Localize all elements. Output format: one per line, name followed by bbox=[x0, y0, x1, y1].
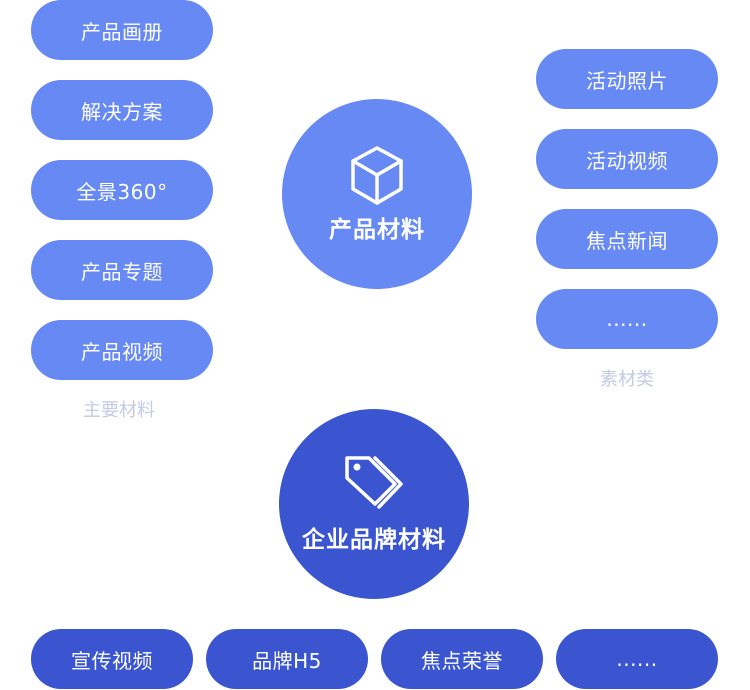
brand-materials-title: 企业品牌材料 bbox=[302, 527, 446, 553]
tag-icon bbox=[345, 456, 403, 509]
main-materials-caption: 主要材料 bbox=[83, 400, 155, 421]
asset-materials-caption: 素材类 bbox=[600, 369, 654, 390]
asset-more: ...... bbox=[536, 289, 718, 349]
main-material-panorama: 全景360° bbox=[31, 160, 213, 220]
cube-icon bbox=[351, 146, 403, 205]
main-material-feature: 产品专题 bbox=[31, 240, 213, 300]
brand-h5: 品牌H5 bbox=[206, 629, 368, 689]
product-materials-circle: 产品材料 bbox=[282, 99, 472, 289]
main-material-video: 产品视频 bbox=[31, 320, 213, 380]
brand-materials-circle: 企业品牌材料 bbox=[279, 409, 469, 599]
asset-event-videos: 活动视频 bbox=[536, 129, 718, 189]
asset-event-photos: 活动照片 bbox=[536, 49, 718, 109]
brand-more: ...... bbox=[556, 629, 718, 689]
product-materials-title: 产品材料 bbox=[329, 217, 425, 243]
asset-focus-news: 焦点新闻 bbox=[536, 209, 718, 269]
brand-honors: 焦点荣誉 bbox=[381, 629, 543, 689]
main-material-brochure: 产品画册 bbox=[31, 0, 213, 60]
main-material-solution: 解决方案 bbox=[31, 80, 213, 140]
brand-promo-video: 宣传视频 bbox=[31, 629, 193, 689]
